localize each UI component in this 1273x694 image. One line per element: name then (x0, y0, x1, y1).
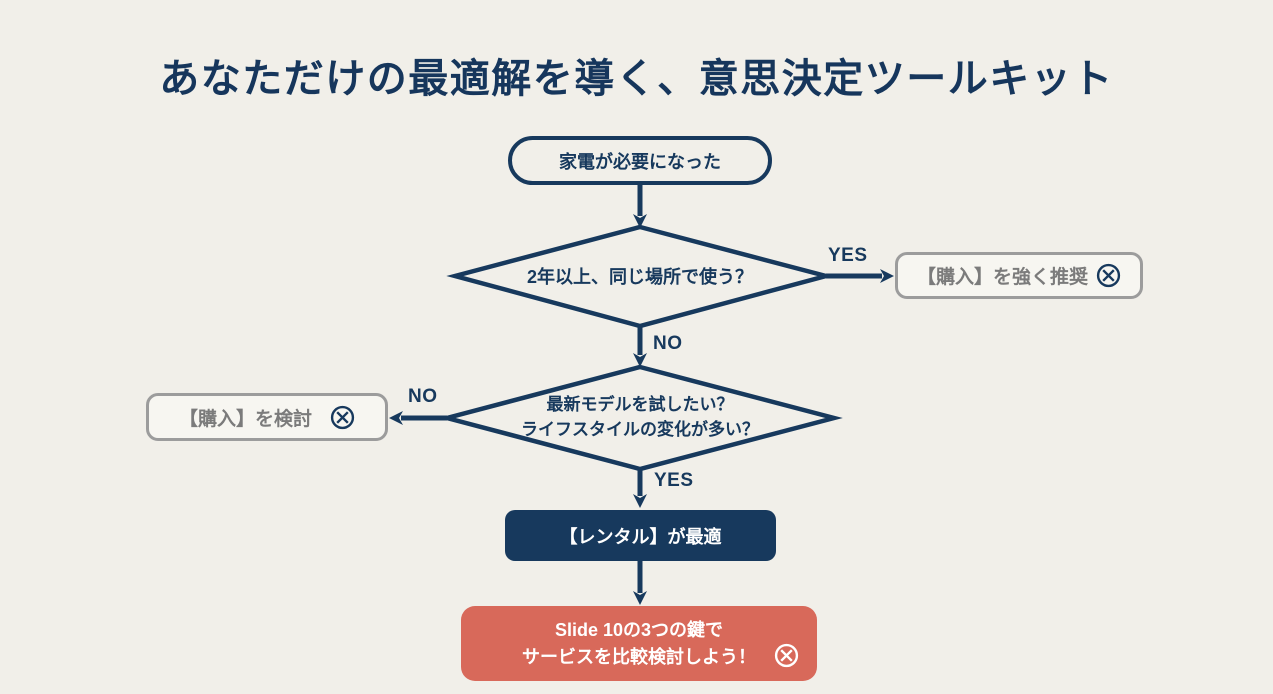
outcome-rental-label: 【レンタル】が最適 (559, 526, 722, 547)
cta-box: Slide 10の3つの鍵で サービスを比較検討しよう！ (461, 606, 817, 681)
start-node: 家電が必要になった (508, 136, 772, 185)
decision1-question: 2年以上、同じ場所で使う？ (526, 267, 753, 287)
outcome-purchase-consider-label: 【購入】を検討 (178, 408, 312, 430)
circled-x-icon (774, 643, 799, 668)
outcome-purchase-strong: 【購入】を強く推奨 (895, 252, 1143, 299)
decision2-yes-label: YES (654, 470, 694, 491)
decision2-question: 最新モデルを試したい？ ライフスタイルの変化が多い？ (521, 395, 759, 439)
decision2-no-label: NO (408, 386, 438, 407)
outcome-purchase-strong-label: 【購入】を強く推奨 (916, 267, 1088, 288)
cta-line1: Slide 10の3つの鍵で (554, 619, 724, 640)
page-title: あなただけの最適解を導く、意思決定ツールキット (159, 57, 1114, 101)
outcome-rental: 【レンタル】が最適 (505, 510, 776, 561)
circled-x-icon (1096, 263, 1121, 288)
cta-line2: サービスを比較検討しよう！ (522, 646, 756, 667)
start-label: 家電が必要になった (559, 151, 721, 172)
decision1-yes-label: YES (828, 245, 868, 266)
outcome-purchase-consider: 【購入】を検討 (146, 393, 388, 441)
decision1-no-label: NO (653, 333, 683, 354)
circled-x-icon (330, 405, 355, 429)
